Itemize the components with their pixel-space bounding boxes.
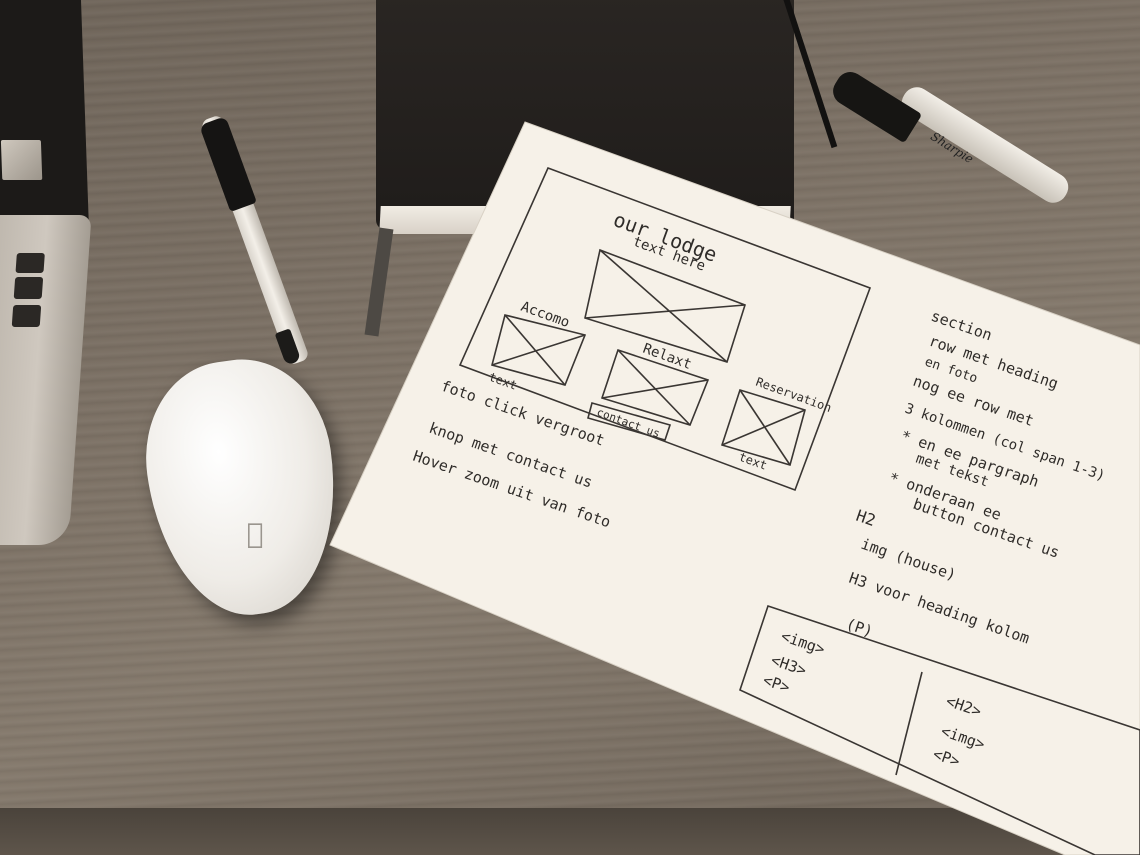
apple-logo-icon:  bbox=[240, 518, 270, 550]
desk-edge bbox=[0, 808, 1140, 855]
paper-sheet bbox=[329, 121, 1140, 855]
code-box bbox=[739, 604, 1140, 855]
wireframe-border bbox=[458, 166, 872, 492]
contact-button-box bbox=[587, 402, 672, 441]
wireframe-sketch bbox=[458, 166, 1140, 855]
